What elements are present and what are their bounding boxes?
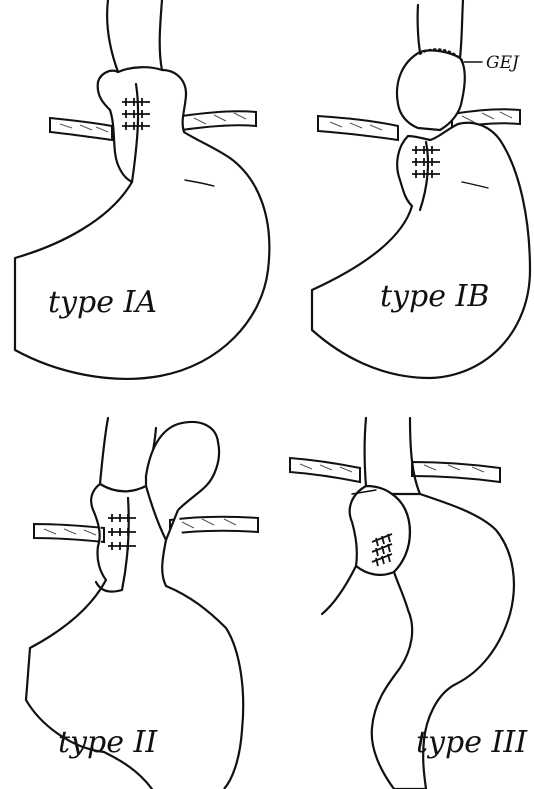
herniated-gej-bulge	[397, 50, 465, 130]
diaphragm-crus-left	[290, 458, 360, 482]
panel-label-type-ia: type IA	[48, 285, 157, 320]
panel-label-type-ib: type IB	[380, 279, 489, 314]
diaphragm-crus-left	[34, 524, 104, 542]
diaphragm-crus-right	[170, 517, 258, 534]
gej-annotation: GEJ	[486, 53, 520, 73]
diaphragm-crus-left	[318, 116, 398, 140]
fundoplication-stitches	[122, 98, 150, 130]
panel-label-type-iii: type III	[416, 725, 528, 760]
esophagus	[107, 0, 162, 72]
panel-type-ib: GEJ type IB	[312, 0, 530, 378]
fundoplication-stitches	[108, 514, 136, 550]
herniated-fundus	[146, 422, 219, 510]
diaphragm-crus-right	[182, 111, 256, 130]
panel-type-ii: type II	[26, 418, 258, 789]
panel-label-type-ii: type II	[58, 725, 158, 760]
panel-type-ia: type IA	[15, 0, 269, 379]
stomach	[312, 123, 530, 378]
diaphragm-crus-left	[50, 118, 112, 140]
panel-type-iii: type III	[290, 418, 528, 789]
fundoplication-stitches	[412, 146, 440, 178]
